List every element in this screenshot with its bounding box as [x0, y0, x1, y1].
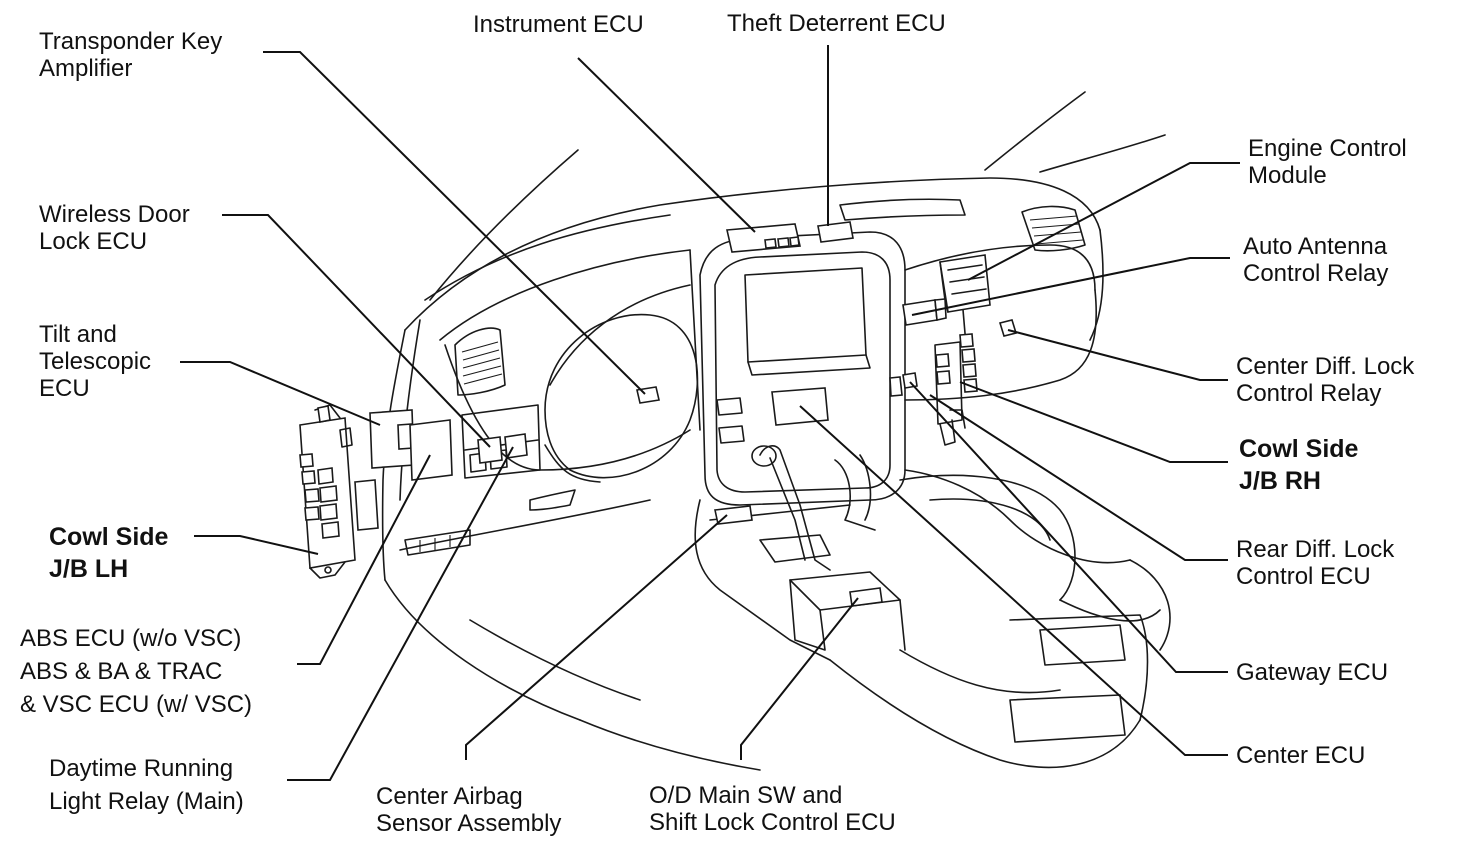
label-od-main-sw-shift-lock: O/D Main SW and Shift Lock Control ECU — [649, 782, 896, 836]
label-theft-deterrent-ecu: Theft Deterrent ECU — [727, 10, 946, 37]
label-rear-diff-lock-control-ecu: Rear Diff. Lock Control ECU — [1236, 536, 1394, 590]
leader-center-ecu — [799, 405, 1228, 756]
label-center-diff-lock-control-relay: Center Diff. Lock Control Relay — [1236, 353, 1414, 407]
label-line: Transponder Key — [39, 28, 223, 55]
leader-lines — [180, 45, 1240, 781]
leader-antenna — [911, 257, 1230, 316]
label-engine-control-module: Engine Control Module — [1248, 135, 1407, 189]
leader-gateway — [909, 381, 1228, 673]
label-line: Wireless Door — [39, 201, 190, 228]
label-line: Module — [1248, 162, 1327, 189]
label-line: Sensor Assembly — [376, 810, 562, 837]
dashboard-outline — [299, 91, 1171, 771]
label-center-airbag-sensor-assembly: Center Airbag Sensor Assembly — [376, 783, 561, 837]
label-line: Cowl Side — [49, 523, 169, 551]
label-tilt-telescopic-ecu: Tilt and Telescopic ECU — [39, 321, 151, 402]
leader-engine — [967, 162, 1240, 281]
leader-drl — [287, 446, 514, 781]
leader-rear-diff — [929, 394, 1228, 561]
leader-airbag — [465, 514, 728, 760]
label-line: Light Relay (Main) — [49, 788, 244, 815]
label-abs-ecu: ABS ECU (w/o VSC) ABS & BA & TRAC & VSC … — [20, 622, 252, 721]
leader-od — [740, 597, 859, 760]
label-line: Center Airbag — [376, 783, 523, 810]
leader-transponder — [263, 51, 646, 395]
label-line: Daytime Running — [49, 755, 234, 782]
label-transponder-key-amplifier: Transponder Key Amplifier — [39, 28, 222, 82]
label-line: & VSC ECU (w/ VSC) — [20, 691, 253, 718]
label-line: J/B RH — [1239, 467, 1321, 495]
leader-cowl-rh — [959, 381, 1228, 463]
label-line: Control Relay — [1236, 380, 1382, 407]
label-line: Control ECU — [1236, 563, 1371, 590]
label-line: Gateway ECU — [1236, 659, 1389, 686]
label-line: Rear Diff. Lock — [1236, 536, 1395, 563]
label-line: Tilt and — [39, 321, 117, 348]
label-line: Auto Antenna — [1243, 233, 1388, 260]
label-line: Lock ECU — [39, 228, 148, 255]
label-center-ecu: Center ECU — [1236, 742, 1365, 769]
label-line: Control Relay — [1243, 260, 1389, 287]
leader-cowl-lh — [194, 535, 319, 555]
label-wireless-door-lock-ecu: Wireless Door Lock ECU — [39, 201, 190, 255]
label-line: ECU — [39, 375, 90, 402]
label-cowl-side-jb-rh: Cowl Side J/B RH — [1239, 433, 1358, 497]
label-line: ABS & BA & TRAC — [20, 658, 223, 685]
label-line: Center ECU — [1236, 742, 1366, 769]
leader-abs — [297, 454, 431, 665]
label-line: Shift Lock Control ECU — [649, 809, 896, 836]
label-line: Engine Control — [1248, 135, 1407, 162]
label-daytime-running-light-relay: Daytime Running Light Relay (Main) — [49, 752, 244, 818]
label-line: J/B LH — [49, 555, 129, 583]
label-line: O/D Main SW and — [649, 782, 843, 809]
leader-center-diff — [1007, 329, 1228, 381]
label-instrument-ecu: Instrument ECU — [473, 11, 644, 38]
leader-tilt — [180, 361, 381, 426]
label-line: Telescopic — [39, 348, 152, 375]
label-line: Amplifier — [39, 55, 133, 82]
label-line: ABS ECU (w/o VSC) — [20, 625, 242, 652]
label-line: Cowl Side — [1239, 435, 1359, 463]
label-line: Center Diff. Lock — [1236, 353, 1415, 380]
leader-instrument — [577, 57, 756, 233]
label-auto-antenna-control-relay: Auto Antenna Control Relay — [1243, 233, 1388, 287]
label-cowl-side-jb-lh: Cowl Side J/B LH — [49, 521, 168, 585]
label-line: Theft Deterrent ECU — [727, 10, 946, 37]
leader-wireless — [222, 214, 491, 448]
label-line: Instrument ECU — [473, 11, 644, 38]
label-gateway-ecu: Gateway ECU — [1236, 659, 1388, 686]
